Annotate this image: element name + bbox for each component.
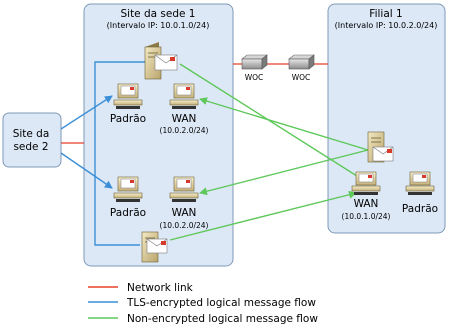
server-branch-icon [367,131,394,163]
legend-tls-label: TLS-encrypted logical message flow [126,297,316,309]
wan-top-range: (10.0.2.0/24) [160,126,209,135]
server-site1-bottom-icon [141,231,168,263]
site-2-box [2,112,62,168]
branch-wan-range: (10.0.1.0/24) [342,212,391,221]
woc-right-label: WOC [292,73,311,82]
server-site1-top-icon [144,42,178,80]
wan-top-label: WAN [172,113,197,125]
woc-left-icon [241,54,268,70]
plain-flows [169,63,369,241]
wan-bottom-pc-icon [169,176,199,202]
padrao-bottom-pc-icon [113,176,143,202]
branch-wan-pc-icon [351,171,381,195]
wan-top-pc-icon [169,83,199,109]
site-1-title: Site da sede 1 [120,8,195,20]
padrao-bottom-label: Padrão [110,207,146,219]
tls-flows [60,61,145,246]
branch-padrao-pc-icon [405,171,435,195]
legend-network-label: Network link [127,282,194,294]
site-1-range: (Intervalo IP: 10.0.1.0/24) [107,21,210,30]
legend-plain-label: Non-encrypted logical message flow [127,313,318,325]
branch-box [327,3,446,234]
legend: Network link TLS-encrypted logical messa… [88,282,318,325]
woc-right-icon [288,54,315,70]
branch-title: Filial 1 [369,8,402,20]
wan-bottom-range: (10.0.2.0/24) [160,221,209,230]
padrao-top-pc-icon [113,83,143,109]
branch-wan-label: WAN [354,198,379,210]
site-2-label-line1: Site da [13,128,50,140]
branch-padrao-label: Padrão [402,203,438,215]
woc-left-label: WOC [245,73,264,82]
padrao-top-label: Padrão [110,113,146,125]
wan-bottom-label: WAN [172,207,197,219]
branch-range: (Intervalo IP: 10.0.2.0/24) [335,21,438,30]
site-2-label-line2: sede 2 [13,141,48,153]
